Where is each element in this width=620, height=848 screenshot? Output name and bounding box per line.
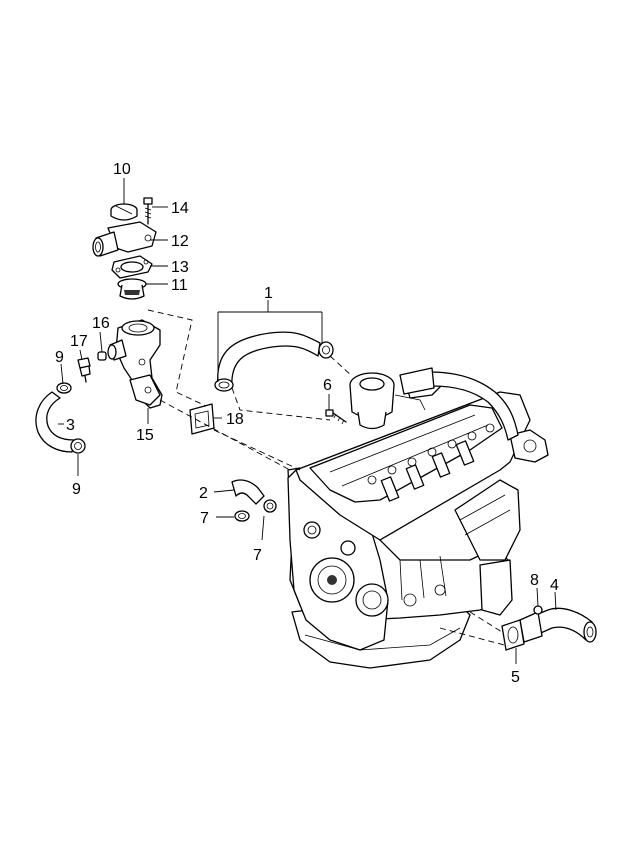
part-18-gasket xyxy=(189,403,215,435)
callout-4: 4 xyxy=(550,577,559,594)
callout-13: 13 xyxy=(171,259,189,276)
callout-17: 17 xyxy=(70,333,88,350)
part-11-thermostat xyxy=(117,278,147,300)
callout-9a: 9 xyxy=(55,349,64,366)
callout-7b: 7 xyxy=(253,547,262,564)
engine-block xyxy=(287,391,531,669)
callout-8: 8 xyxy=(530,572,539,589)
callout-2: 2 xyxy=(199,485,208,502)
assembly-dashed-lines xyxy=(147,309,509,647)
part-6-bolt xyxy=(325,409,347,425)
part-1-upper-hose xyxy=(214,331,334,392)
part-13-gasket xyxy=(111,255,153,279)
part-9-clamp-lower xyxy=(70,438,86,454)
part-9-clamp-upper xyxy=(56,382,72,394)
callout-7a: 7 xyxy=(200,510,209,527)
callout-labels: 1 2 3 4 5 6 7 7 8 9 9 10 11 12 13 14 15 … xyxy=(55,161,559,686)
callout-9b: 9 xyxy=(72,481,81,498)
callout-18: 18 xyxy=(226,411,244,428)
callout-10: 10 xyxy=(113,161,131,178)
callout-1: 1 xyxy=(264,285,273,302)
part-15-thermostat-housing xyxy=(107,319,163,409)
part-10-cap xyxy=(110,203,138,221)
part-7-clamp-b xyxy=(263,499,277,513)
part-12-water-outlet-fitting xyxy=(92,221,157,257)
leader-lines xyxy=(58,178,557,664)
part-8-nut xyxy=(533,605,543,615)
part-14-bolt xyxy=(143,197,153,225)
callout-16: 16 xyxy=(92,315,110,332)
part-4-pipe xyxy=(519,607,597,643)
callout-11: 11 xyxy=(171,277,188,294)
callout-14: 14 xyxy=(171,200,189,217)
callout-5: 5 xyxy=(511,669,520,686)
part-7-clamp-a xyxy=(234,510,250,522)
part-5-gasket xyxy=(501,619,525,651)
engine-upper-pipe xyxy=(399,367,519,441)
egr-valve xyxy=(349,372,426,430)
part-2-hose xyxy=(231,479,265,505)
callout-15: 15 xyxy=(136,427,154,444)
callout-12: 12 xyxy=(171,233,189,250)
callout-3: 3 xyxy=(66,417,75,434)
part-16-plug xyxy=(97,351,107,361)
callout-6: 6 xyxy=(323,377,332,394)
part-17-sensor xyxy=(77,357,91,383)
